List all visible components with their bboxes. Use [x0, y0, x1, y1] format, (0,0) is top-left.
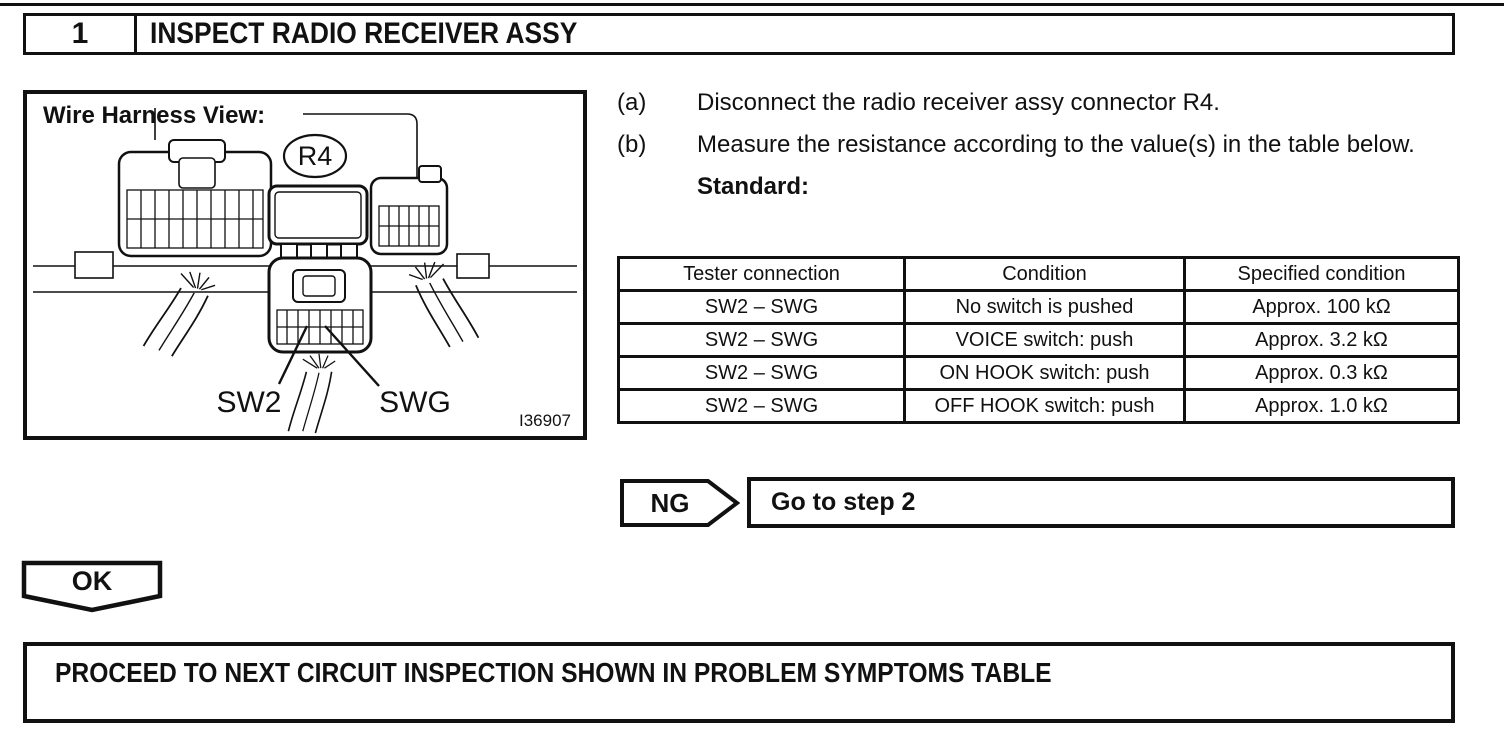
wire-bundle-left [142, 262, 219, 364]
cell-condition: No switch is pushed [903, 289, 1186, 325]
procedure-step-b: (b) Measure the resistance according to … [617, 124, 1462, 166]
header-specified-condition: Specified condition [1183, 256, 1460, 292]
connector-left [117, 139, 273, 258]
specification-table: Tester connection Condition Specified co… [617, 256, 1460, 424]
wire-harness-diagram: R4 SW2 SWG I36907 [33, 108, 577, 434]
table-row: SW2 – SWG OFF HOOK switch: push Approx. … [617, 388, 1460, 424]
cell-condition: OFF HOOK switch: push [903, 388, 1186, 424]
pin-label-swg: SWG [379, 386, 451, 419]
r4-callout-label: R4 [298, 141, 333, 171]
procedure-step-a: (a) Disconnect the radio receiver assy c… [617, 82, 1462, 124]
table-row: SW2 – SWG ON HOOK switch: push Approx. 0… [617, 355, 1460, 391]
figure-title: Wire Harness View: [43, 102, 266, 129]
figure-code: I36907 [519, 411, 571, 430]
step-number: 1 [26, 16, 137, 52]
cell-tester: SW2 – SWG [617, 322, 906, 358]
connector-right [369, 165, 449, 256]
cell-specified: Approx. 3.2 kΩ [1183, 322, 1460, 358]
step-b-text: Measure the resistance according to the … [697, 131, 1415, 158]
connector-center-opening [267, 184, 369, 246]
standard-label: Standard: [697, 173, 810, 200]
step-a-text: Disconnect the radio receiver assy conne… [697, 89, 1220, 116]
cell-specified: Approx. 0.3 kΩ [1183, 355, 1460, 391]
cell-condition: ON HOOK switch: push [903, 355, 1186, 391]
step-title: INSPECT RADIO RECEIVER ASSY [137, 16, 1452, 52]
cell-specified: Approx. 100 kΩ [1183, 289, 1460, 325]
wire-bundle-center [287, 352, 337, 434]
ng-arrow-shape: NG [620, 479, 741, 527]
step-b-marker: (b) [617, 131, 647, 158]
ok-banner-shape: OK [21, 560, 163, 613]
wire-harness-figure: Wire Harness View: [23, 90, 587, 440]
top-divider-rule [0, 3, 1504, 6]
step-header: 1 INSPECT RADIO RECEIVER ASSY [23, 13, 1455, 55]
cell-condition: VOICE switch: push [903, 322, 1186, 358]
header-tester-connection: Tester connection [617, 256, 906, 292]
ng-action-box: Go to step 2 [747, 477, 1455, 528]
step-a-marker: (a) [617, 89, 647, 116]
header-condition: Condition [903, 256, 1186, 292]
table-header-row: Tester connection Condition Specified co… [617, 256, 1460, 292]
cell-tester: SW2 – SWG [617, 388, 906, 424]
step-title-text: INSPECT RADIO RECEIVER ASSY [150, 17, 578, 50]
cell-tester: SW2 – SWG [617, 355, 906, 391]
ng-label: NG [651, 488, 690, 518]
ok-label: OK [72, 566, 113, 596]
cell-specified: Approx. 1.0 kΩ [1183, 388, 1460, 424]
pin-label-sw2: SW2 [216, 386, 281, 419]
ng-branch: NG Go to step 2 [620, 477, 1455, 529]
panel-brackets [74, 251, 490, 279]
table-row: SW2 – SWG VOICE switch: push Approx. 3.2… [617, 322, 1460, 358]
table-row: SW2 – SWG No switch is pushed Approx. 10… [617, 289, 1460, 325]
connector-callout-r4: R4 [282, 133, 348, 179]
ok-action-box: PROCEED TO NEXT CIRCUIT INSPECTION SHOWN… [23, 642, 1455, 723]
connector-bottom-sw [267, 243, 373, 354]
procedure-steps: (a) Disconnect the radio receiver assy c… [617, 82, 1462, 208]
pin-leader-lines [277, 325, 380, 387]
ng-action-text: Go to step 2 [771, 488, 916, 516]
cell-tester: SW2 – SWG [617, 289, 906, 325]
ok-action-text: PROCEED TO NEXT CIRCUIT INSPECTION SHOWN… [55, 657, 1052, 688]
